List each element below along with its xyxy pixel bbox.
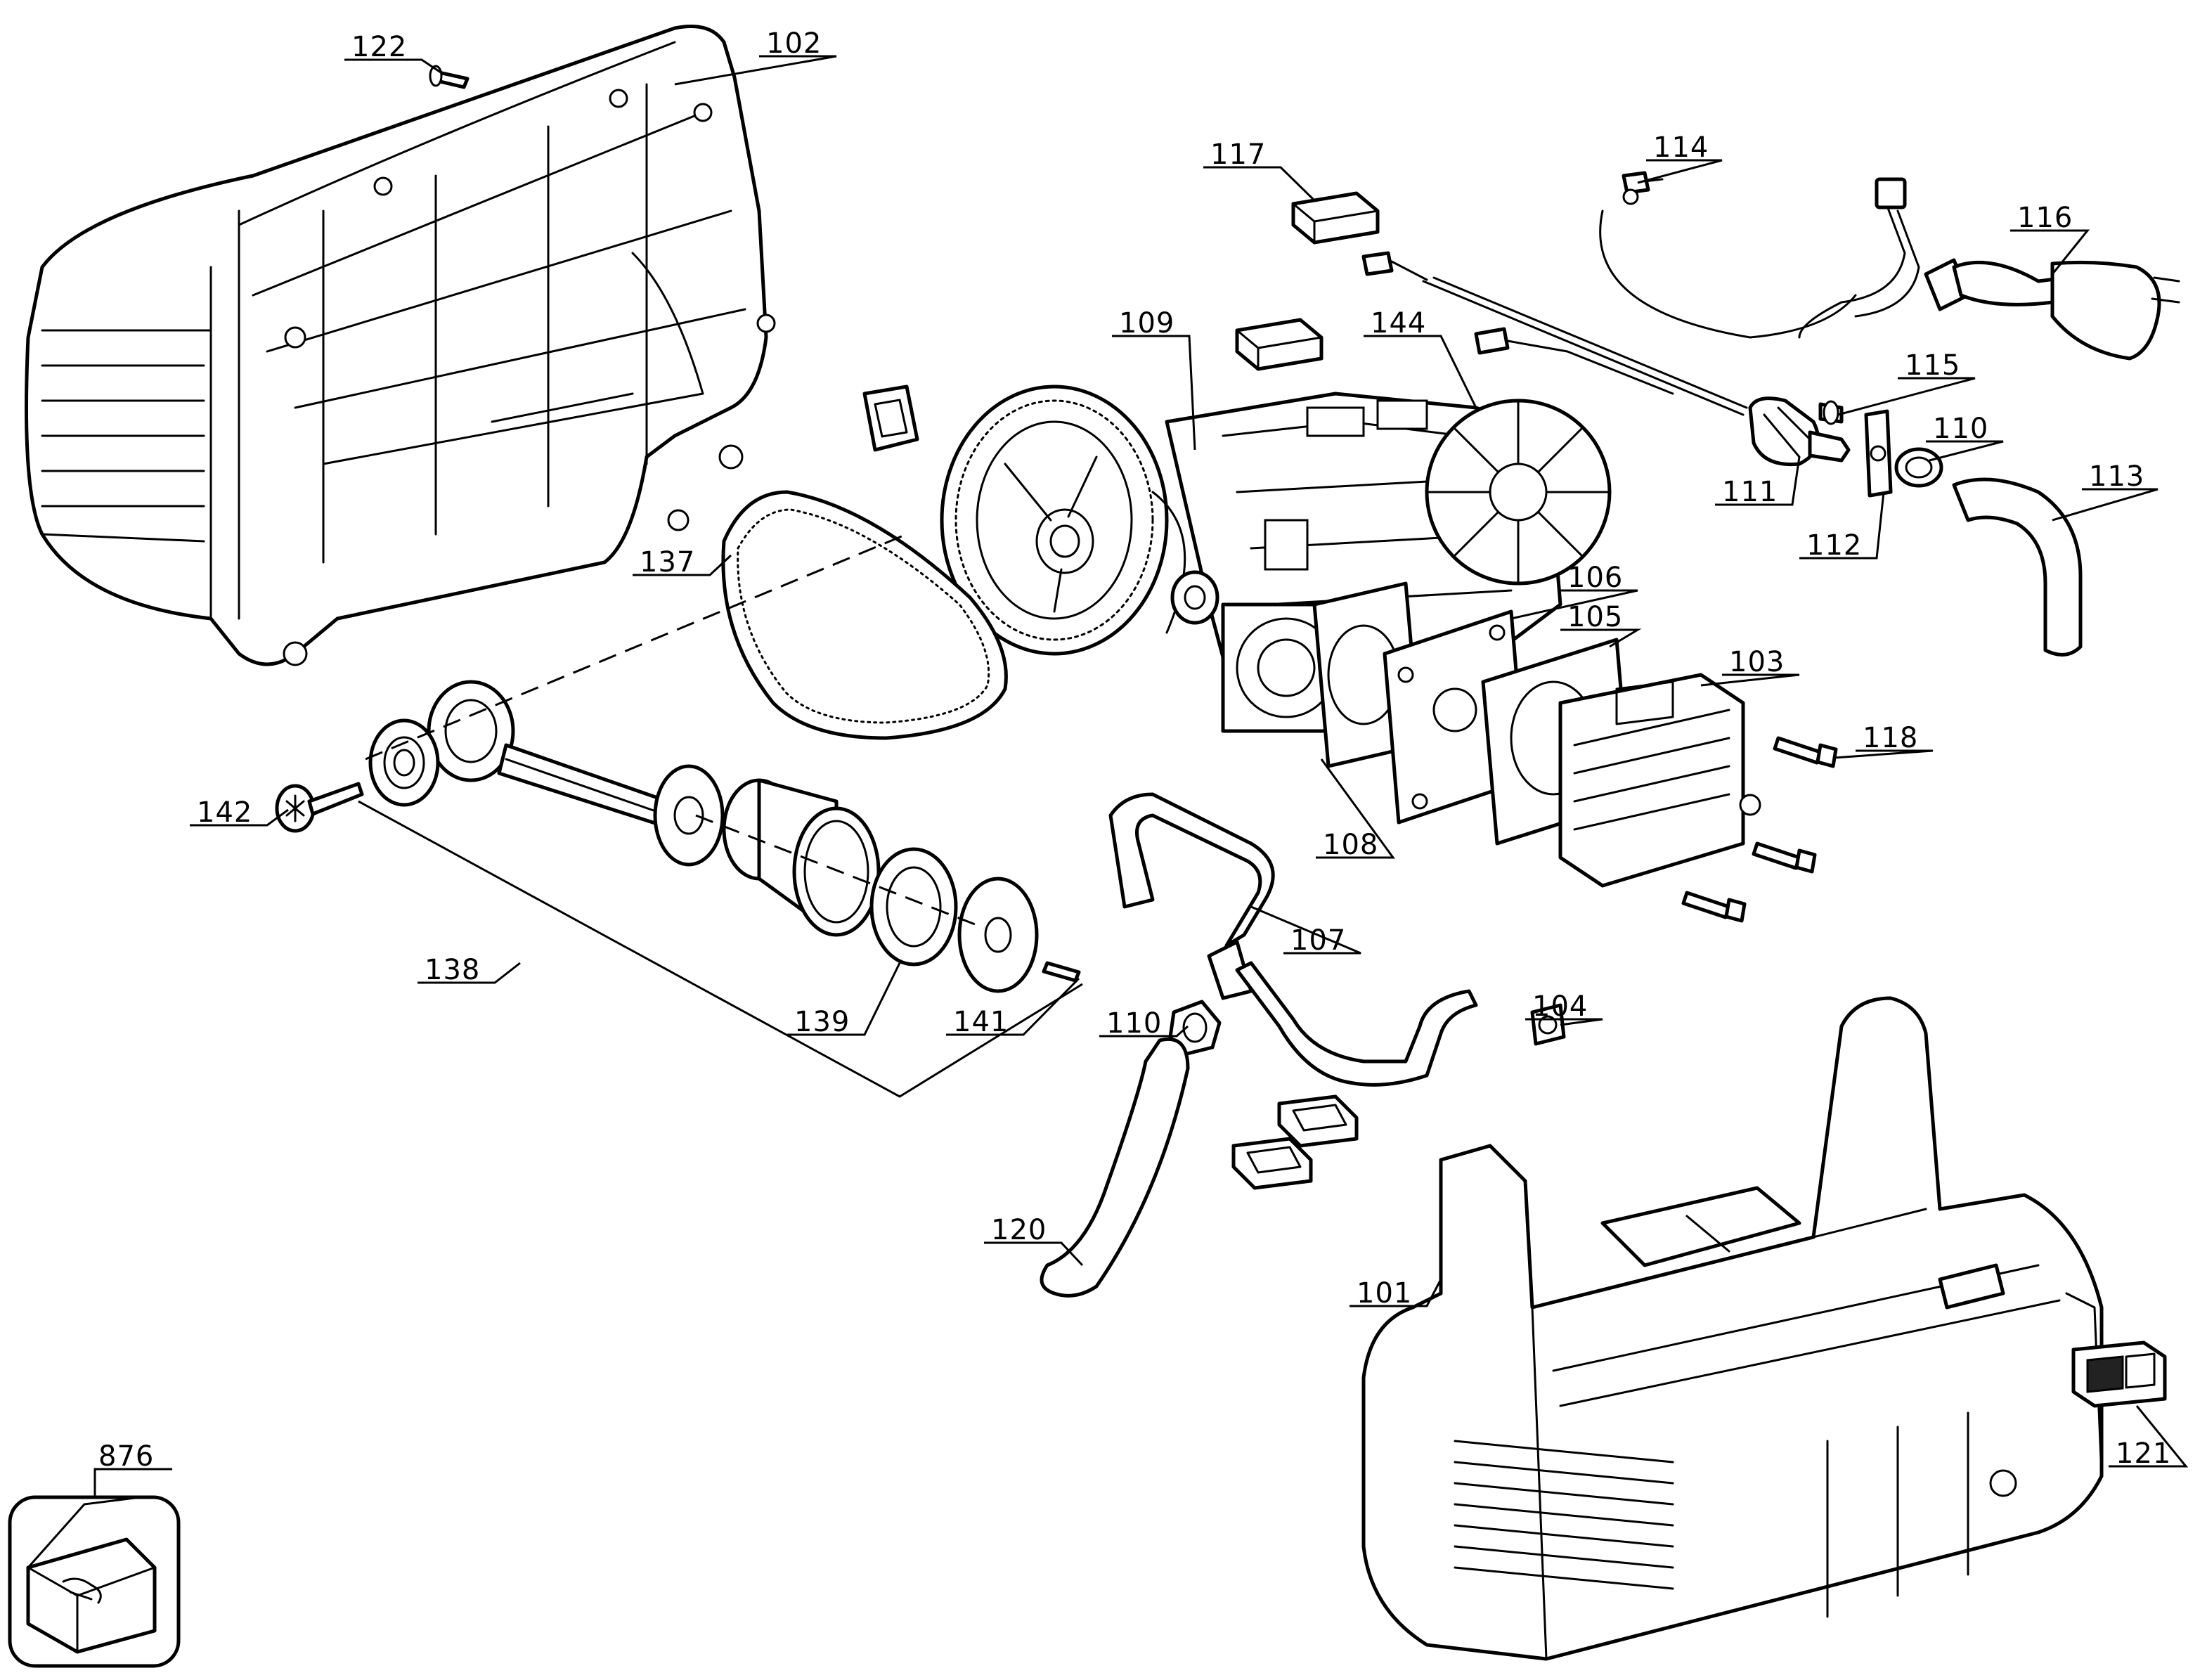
callout-111: 111 (1722, 476, 1778, 508)
callout-121: 121 (2116, 1437, 2171, 1470)
callout-109: 109 (1119, 307, 1174, 340)
washer-141-part (957, 877, 1081, 993)
callout-141: 141 (953, 1006, 1009, 1038)
callout-122: 122 (351, 31, 407, 63)
square-gaskets-lower-part (1231, 1094, 1359, 1190)
connecting-rod-138-part (427, 680, 725, 867)
callout-138: 138 (425, 954, 480, 986)
callout-112: 112 (1806, 529, 1862, 562)
hose-120-part (1040, 1038, 1190, 1298)
callout-116: 116 (2017, 202, 2073, 234)
hose-113-part (1952, 477, 2083, 657)
bearing-part (368, 718, 440, 807)
wiring-harness-part (1361, 171, 2180, 416)
screw-142-part (275, 782, 364, 833)
plug-115-part (1818, 400, 1844, 425)
nut-110-lower-part (1168, 1000, 1222, 1057)
callout-108: 108 (1323, 829, 1378, 861)
callout-117: 117 (1210, 138, 1266, 171)
square-gasket-part (862, 385, 919, 452)
kit-box-876-part (8, 1495, 181, 1668)
callout-137: 137 (640, 546, 695, 579)
bracket-112-part (1864, 409, 1893, 498)
callout-120: 120 (991, 1214, 1047, 1246)
callout-114: 114 (1653, 131, 1709, 164)
callout-110-lower: 110 (1106, 1007, 1162, 1040)
callout-105: 105 (1567, 601, 1623, 633)
foam-pad-117-part (1235, 191, 1380, 371)
assembly-axis-line-2 (695, 814, 985, 929)
callout-104: 104 (1532, 990, 1588, 1023)
rear-shroud-part (25, 25, 776, 666)
callout-102: 102 (766, 27, 822, 60)
main-housing-101-part (1361, 996, 2104, 1661)
switch-121-part (2071, 1340, 2167, 1408)
fan-144-part (1425, 399, 1612, 586)
clamp-110-upper-part (1894, 447, 1943, 488)
small-pulley-part (1170, 570, 1219, 625)
bolts-118-part (1681, 736, 1838, 923)
callout-876: 876 (98, 1440, 154, 1473)
callout-144: 144 (1371, 307, 1426, 340)
callout-115: 115 (1905, 349, 1960, 382)
callout-leaders (93, 55, 2189, 1497)
callout-118: 118 (1863, 722, 1918, 754)
belt-137-part (721, 490, 1008, 740)
fitting-111-part (1748, 396, 1851, 467)
callout-labels: 122 102 117 114 116 109 144 115 110 113 … (98, 27, 2171, 1473)
pulley-part (940, 385, 1186, 656)
callout-103: 103 (1729, 646, 1785, 678)
callout-142: 142 (197, 796, 252, 829)
callout-139: 139 (794, 1006, 850, 1038)
tube-107-part (1108, 792, 1478, 1087)
callout-113: 113 (2089, 460, 2144, 493)
callout-101: 101 (1357, 1277, 1412, 1310)
cylinder-head-103-part (1558, 673, 1761, 888)
callout-106: 106 (1567, 562, 1623, 594)
assembly-axis-line (365, 533, 907, 761)
fitting-104-part (1530, 1003, 1566, 1046)
callout-107: 107 (1290, 924, 1346, 957)
ring-139-part (869, 847, 958, 967)
callout-110-upper: 110 (1933, 413, 1988, 445)
